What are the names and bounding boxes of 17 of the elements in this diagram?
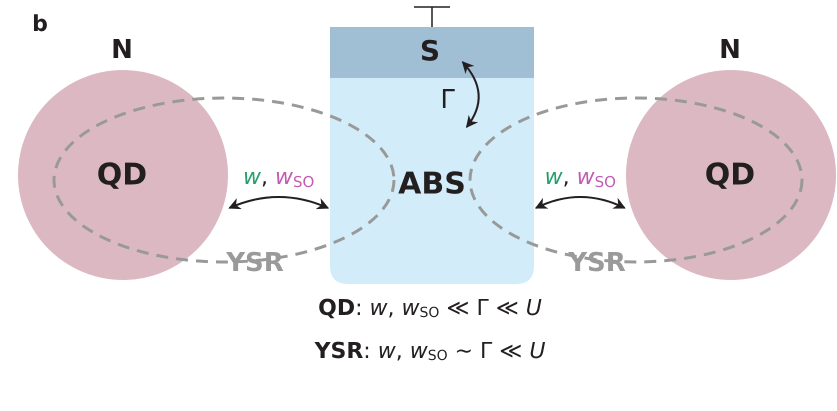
panel-letter: b — [32, 12, 48, 37]
node-label: ABS — [398, 166, 466, 202]
edge-label: w, w$_{SO}$ — [544, 165, 616, 191]
condition-text: YSR: w, w$_{SO}$ ~ Γ ≪ U — [314, 339, 546, 364]
edge-label: w, w$_{SO}$ — [243, 165, 314, 191]
superconductor-box — [330, 27, 534, 78]
bound-state-box — [330, 78, 534, 284]
lead-label: N — [111, 35, 133, 65]
edge-label: Γ — [440, 84, 455, 114]
node-label: S — [420, 34, 440, 68]
node-label: QD — [704, 158, 756, 192]
double-arrow — [534, 196, 626, 209]
lead-label: N — [719, 35, 741, 65]
node-label: QD — [96, 158, 148, 192]
condition-text: QD: w, w$_{SO}$ ≪ Γ ≪ U — [318, 296, 542, 321]
double-arrow — [462, 61, 480, 128]
double-arrow — [228, 196, 330, 210]
